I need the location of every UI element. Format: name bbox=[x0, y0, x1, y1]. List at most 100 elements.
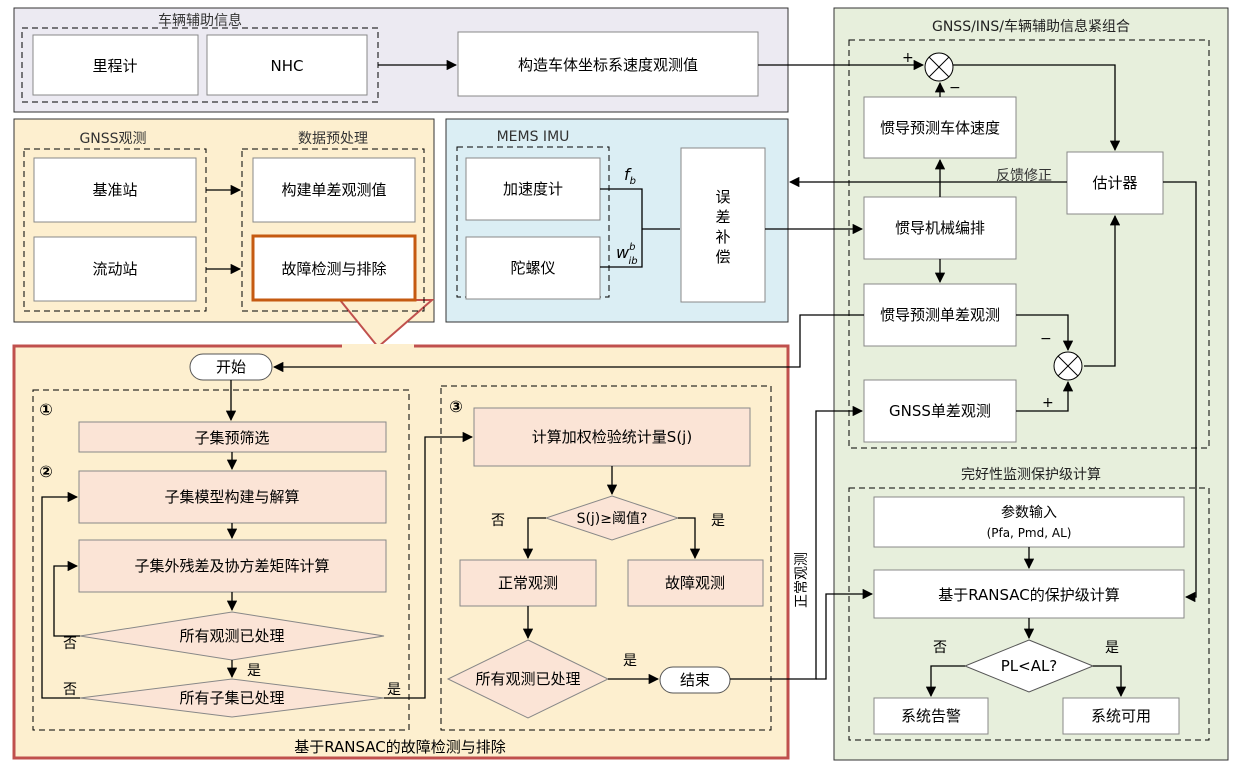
feedback-label: 反馈修正 bbox=[996, 168, 1052, 184]
rover-station-label: 流动站 bbox=[92, 260, 137, 278]
end-yes-label: 是 bbox=[623, 653, 637, 669]
fb-symbol: fb bbox=[624, 165, 636, 187]
all-subsets-processed-decision bbox=[79, 678, 385, 718]
threshold-decision bbox=[544, 495, 680, 541]
base-station-label: 基准站 bbox=[92, 181, 137, 199]
params-label-1: 参数输入 bbox=[1001, 504, 1057, 521]
error-compensation-char-2: 差 bbox=[715, 208, 730, 226]
available-label: 系统可用 bbox=[1091, 707, 1151, 725]
end-terminal bbox=[659, 666, 731, 694]
plus-bottom: + bbox=[1042, 395, 1054, 411]
residual-calc-label: 子集外残差及协方差矩阵计算 bbox=[134, 557, 329, 575]
connectors bbox=[41, 59, 1197, 699]
minus-top: − bbox=[949, 80, 961, 96]
subset-prescreen-box bbox=[78, 421, 387, 453]
params-label-2: (Pfa, Pmd, AL) bbox=[987, 526, 1072, 540]
fusion-group bbox=[848, 39, 1210, 449]
ransac-panel-title: 基于RANSAC的故障检测与排除 bbox=[294, 738, 506, 756]
step3-marker: ③ bbox=[449, 397, 463, 416]
end-label: 结束 bbox=[680, 671, 710, 689]
ins-single-diff-box bbox=[863, 283, 1017, 347]
estimator-box bbox=[1066, 151, 1164, 215]
minus-bottom: − bbox=[1040, 331, 1052, 347]
ins-velocity-box bbox=[863, 96, 1017, 159]
all-obs-processed-2-label: 所有观测已处理 bbox=[475, 670, 580, 688]
ransac-section: 开始 ① ② ③ 子集预筛选 子集模型构建与解算 子集外残差及协方差矩阵计算 所… bbox=[32, 353, 810, 756]
fusion-title: GNSS/INS/车辆辅助信息紧组合 bbox=[932, 18, 1130, 35]
pl-calc-label: 基于RANSAC的保护级计算 bbox=[938, 586, 1120, 604]
ins-single-diff-label: 惯导预测单差观测 bbox=[880, 306, 1000, 324]
residual-calc-box bbox=[78, 539, 387, 593]
plus-top: + bbox=[902, 50, 914, 66]
pl-decision bbox=[963, 639, 1095, 693]
ins-velocity-label: 惯导预测车体速度 bbox=[880, 119, 1000, 137]
all-obs-processed-label: 所有观测已处理 bbox=[179, 627, 284, 645]
gyroscope-box bbox=[465, 236, 601, 300]
ins-mech-label: 惯导机械编排 bbox=[895, 219, 985, 237]
error-compensation-char-4: 偿 bbox=[715, 248, 730, 266]
all-subsets-processed-label: 所有子集已处理 bbox=[179, 689, 284, 707]
preprocess-group bbox=[241, 148, 425, 312]
single-diff-label: 构建单差观测值 bbox=[281, 181, 386, 199]
threshold-label: S(j)≥阈值? bbox=[577, 511, 648, 527]
nhc-box bbox=[206, 34, 368, 96]
start-label: 开始 bbox=[216, 358, 246, 376]
pl-no-label: 否 bbox=[933, 640, 947, 656]
vehicle-info-title: 车辆辅助信息 bbox=[158, 12, 242, 29]
integrity-title: 完好性监测保护级计算 bbox=[961, 467, 1101, 483]
loop-yes-label-1: 是 bbox=[247, 663, 261, 679]
alarm-label: 系统告警 bbox=[901, 707, 961, 725]
available-box bbox=[1062, 697, 1180, 735]
callout-pointer bbox=[337, 299, 435, 349]
all-obs-processed-2-decision bbox=[446, 639, 610, 719]
subset-model-label: 子集模型构建与解算 bbox=[164, 488, 299, 506]
fault-detect-box bbox=[251, 234, 417, 302]
integrity-group bbox=[848, 487, 1210, 741]
fusion-section: GNSS/INS/车辆辅助信息紧组合 惯导预测车体速度 惯导机械编排 惯导预测单… bbox=[848, 18, 1210, 449]
subset-model-box bbox=[78, 470, 387, 524]
error-compensation-char-3: 补 bbox=[715, 228, 730, 246]
odometer-box bbox=[32, 34, 199, 96]
weighted-stat-box bbox=[473, 407, 751, 467]
loop-no-label-1: 否 bbox=[63, 636, 77, 652]
subset-prescreen-label: 子集预筛选 bbox=[194, 429, 269, 447]
step12-group bbox=[32, 389, 410, 731]
accelerometer-box bbox=[465, 157, 601, 221]
gnss-obs-title: GNSS观测 bbox=[79, 131, 146, 147]
threshold-yes-label: 是 bbox=[711, 513, 725, 529]
pl-yes-label: 是 bbox=[1105, 640, 1119, 656]
error-compensation-box bbox=[680, 147, 766, 303]
gnss-section: GNSS观测 基准站 流动站 数据预处理 构建单差观测值 故障检测与排除 bbox=[23, 131, 425, 312]
step3-group bbox=[440, 385, 772, 731]
threshold-no-label: 否 bbox=[491, 513, 505, 529]
ins-mech-box bbox=[863, 196, 1017, 260]
construct-velocity-label: 构造车体坐标系速度观测值 bbox=[518, 56, 698, 74]
fault-obs-box bbox=[627, 559, 764, 607]
accelerometer-label: 加速度计 bbox=[503, 180, 563, 198]
single-diff-box bbox=[252, 157, 416, 223]
pl-decision-label: PL<AL? bbox=[1001, 657, 1058, 675]
estimator-label: 估计器 bbox=[1092, 174, 1137, 192]
rover-station-box bbox=[33, 236, 197, 302]
integrity-section: 完好性监测保护级计算 参数输入 (Pfa, Pmd, AL) 基于RANSAC的… bbox=[848, 467, 1210, 741]
odometer-label: 里程计 bbox=[92, 57, 137, 75]
preprocess-title: 数据预处理 bbox=[298, 131, 368, 147]
gyroscope-label: 陀螺仪 bbox=[510, 259, 555, 277]
fault-detect-label: 故障检测与排除 bbox=[281, 260, 386, 278]
gnss-obs-group bbox=[23, 148, 207, 312]
error-compensation-char-1: 误 bbox=[715, 188, 730, 206]
normal-obs-flow-label: 正常观测 bbox=[794, 552, 810, 608]
step1-marker: ① bbox=[39, 400, 53, 419]
imu-group bbox=[456, 146, 610, 298]
vehicle-info-section: 车辆辅助信息 里程计 NHC 构造车体坐标系速度观测值 bbox=[21, 12, 759, 103]
params-box bbox=[873, 496, 1185, 548]
fault-obs-box-label: 故障观测 bbox=[665, 574, 725, 592]
imu-title: MEMS IMU bbox=[497, 129, 570, 145]
step2-marker: ② bbox=[39, 462, 53, 481]
gnss-single-diff-label: GNSS单差观测 bbox=[889, 402, 991, 420]
pl-calc-box bbox=[873, 569, 1185, 619]
base-station-box bbox=[33, 157, 197, 223]
